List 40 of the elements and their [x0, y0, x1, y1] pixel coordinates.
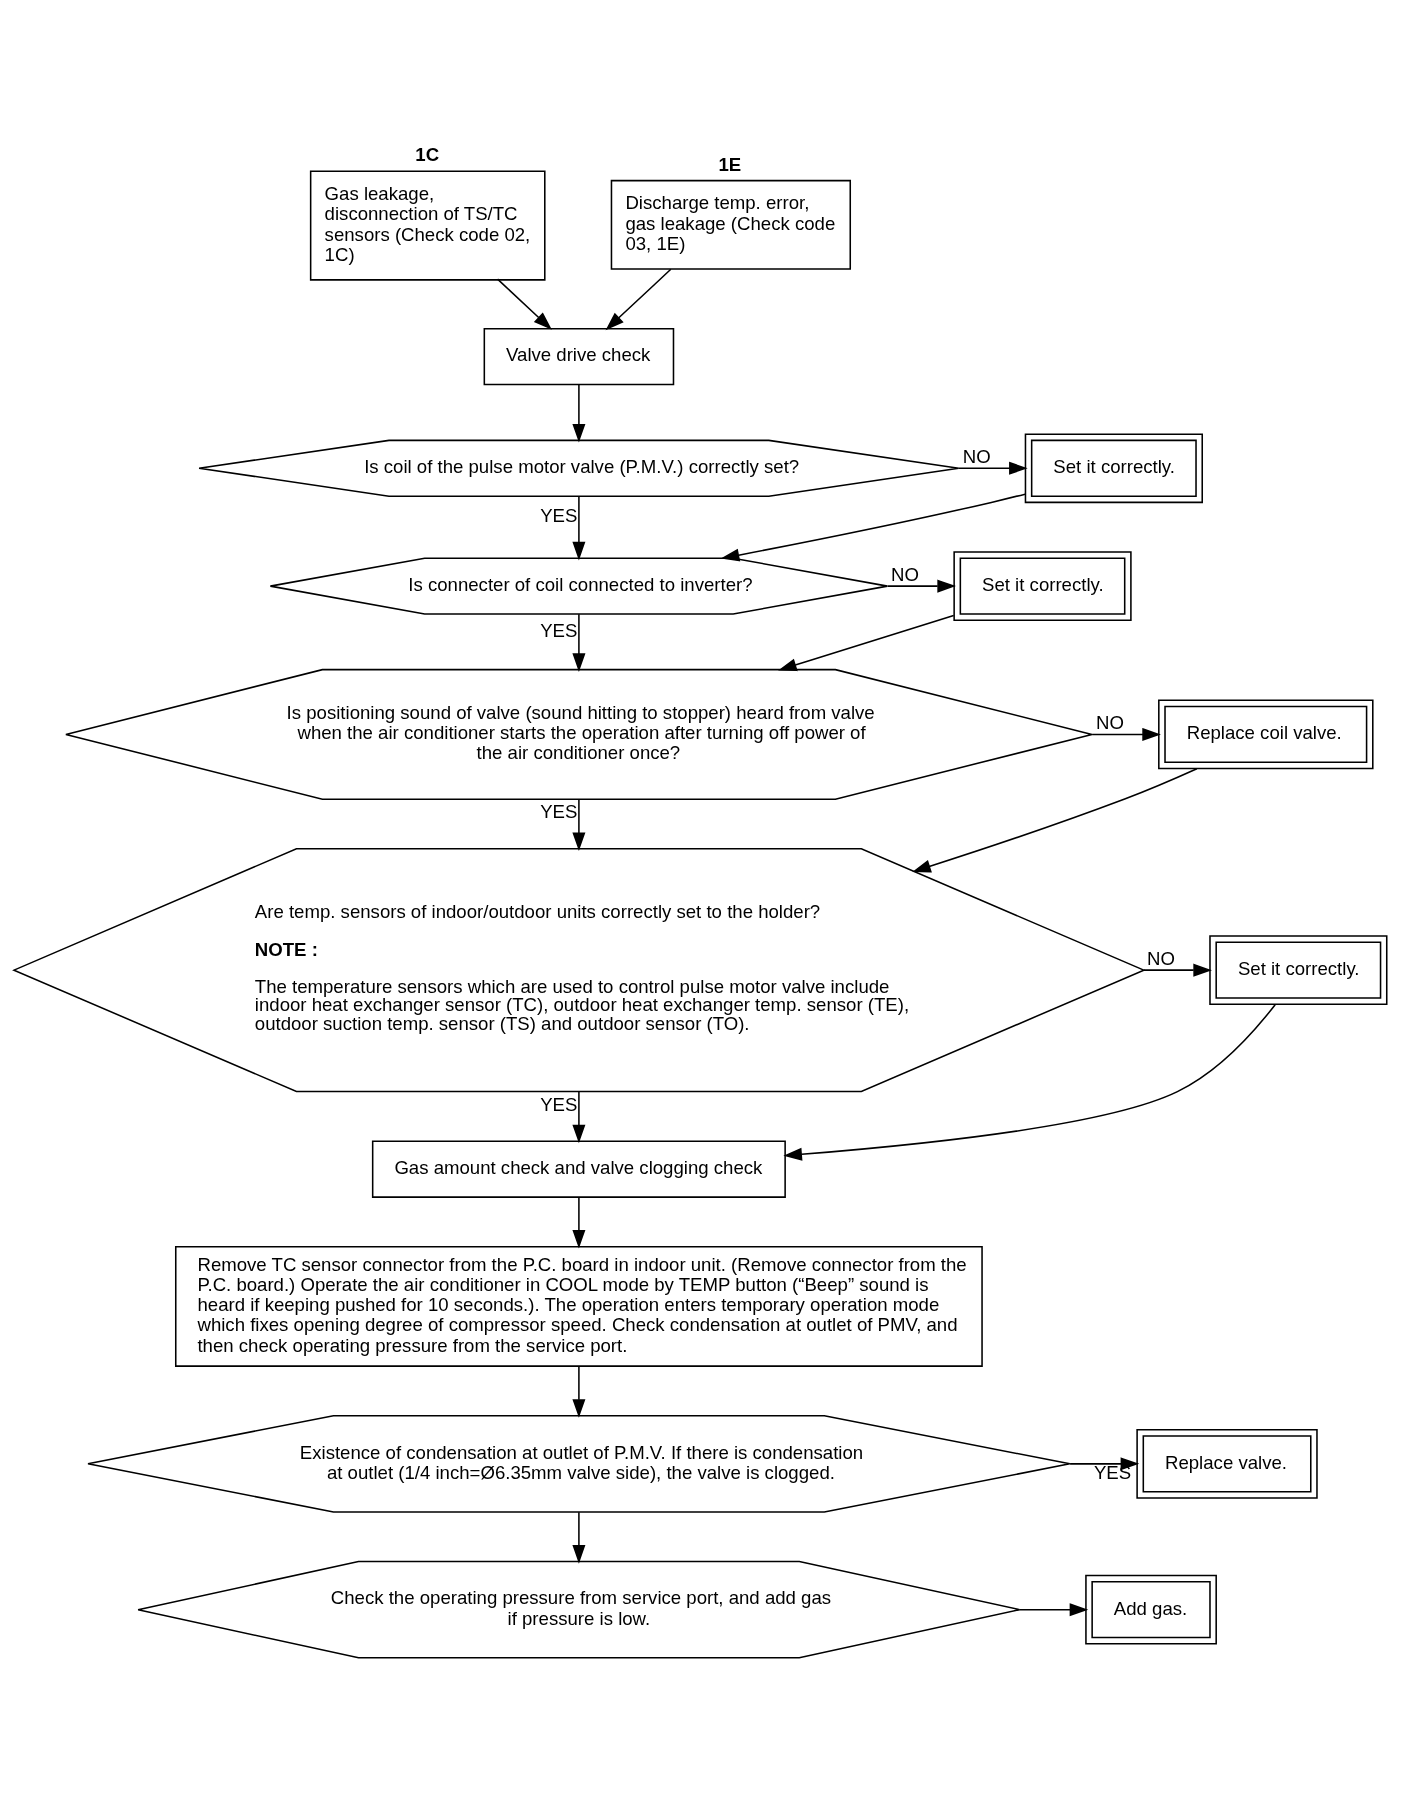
edge-label: NO — [1096, 711, 1124, 733]
node-box: Gas leakage, disconnection of TS/TC sensors (Check code 02, 1C) — [309, 170, 546, 281]
arrow — [572, 798, 586, 851]
edge-label: NO — [1147, 947, 1175, 969]
arrow — [720, 492, 1026, 561]
node-label: 1C — [415, 143, 440, 165]
edge-label: YES — [540, 800, 578, 822]
edge-label: YES — [540, 619, 578, 641]
node-box: Gas amount check and valve clogging check — [371, 1140, 786, 1198]
node-box: Replace valve. — [1136, 1428, 1318, 1499]
node-label: 1E — [718, 153, 742, 175]
arrow — [572, 1195, 586, 1249]
arrow — [496, 277, 552, 330]
node-box: Set it correctly. — [1209, 934, 1388, 1005]
arrow — [605, 268, 672, 330]
arrow — [572, 1365, 586, 1418]
node-box: Replace coil valve. — [1158, 699, 1374, 769]
node-box: Set it correctly. — [953, 550, 1132, 621]
arrow — [572, 383, 586, 443]
arrow — [1143, 963, 1212, 977]
node-box: Remove TC sensor connector from the P.C. board in indoor unit. (Remove connector from the P.C. board.) Operate the air conditioner in COOL mode by TEMP button (“Beep” sound is heard if keeping pushed for 10 seconds.). The operation enters temporary operation mode which fixes opening degree of compressor speed. Check condensation at outlet of PMV, and then check operating pressure from the service port. — [175, 1245, 983, 1367]
node-box: Discharge temp. error, gas leakage (Check code 03, 1E) — [610, 179, 852, 270]
edge-label: YES — [540, 1093, 578, 1115]
node-box: Set it correctly. — [1024, 432, 1203, 503]
arrow — [783, 1003, 1276, 1161]
arrow — [572, 495, 586, 560]
arrow — [912, 767, 1198, 872]
edge-label: NO — [891, 563, 919, 585]
arrow — [957, 461, 1028, 475]
arrow — [1091, 727, 1161, 741]
arrow — [572, 1510, 586, 1564]
arrow — [1018, 1602, 1089, 1616]
arrow — [886, 579, 956, 593]
edge-label: NO — [962, 445, 991, 467]
edge-label: YES — [540, 504, 578, 526]
arrow — [778, 614, 955, 671]
node-box: Add gas. — [1085, 1574, 1217, 1645]
node-box: Valve drive check — [483, 327, 675, 385]
arrow — [572, 1090, 586, 1143]
arrow — [572, 613, 586, 672]
